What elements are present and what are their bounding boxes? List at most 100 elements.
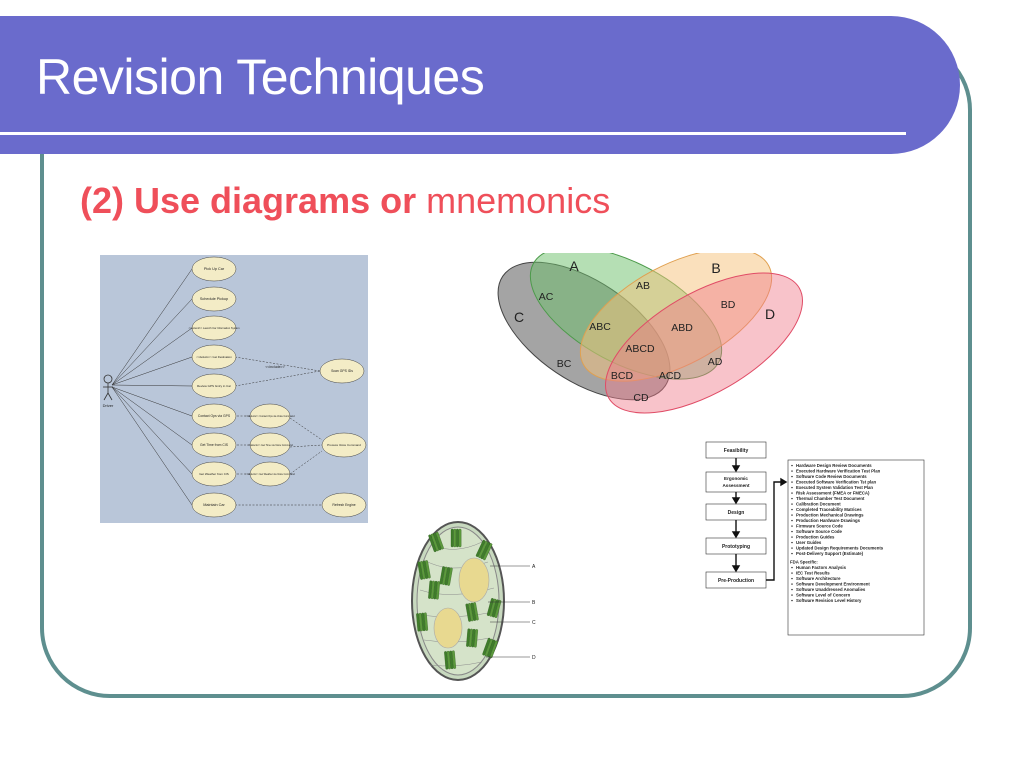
use-case-label: Get Time from CIS (200, 443, 229, 447)
use-case-oval (191, 492, 237, 518)
thylakoid-disc (450, 528, 454, 548)
slide-title: Revision Techniques (36, 49, 485, 105)
bullet-dot (791, 566, 793, 569)
document-item: Software Unaddressed Anomalies (796, 587, 866, 592)
bullet-dot (791, 583, 793, 585)
bullet-dot (791, 525, 793, 527)
thylakoid-disc (420, 561, 426, 580)
include-label: <<include>> (265, 365, 284, 369)
cell-label-c: C (532, 620, 536, 626)
region-label: AB (636, 280, 650, 292)
bullet-dot (791, 464, 793, 467)
right-case-oval (321, 492, 367, 518)
use-case-label: <<defects>> Get Destination (196, 355, 232, 359)
flow-step-label: Prototyping (722, 544, 750, 550)
document-list-box (787, 459, 925, 636)
thylakoid-disc (458, 528, 462, 548)
region-label: ABD (671, 322, 693, 334)
right-case-oval (321, 432, 367, 458)
extension-label: <<defects>> Get Time via Voice Command (247, 444, 293, 447)
label-pointers (486, 565, 530, 658)
thylakoid-disc (447, 567, 453, 586)
thylakoid-disc (482, 543, 493, 561)
bullet-dot (791, 552, 793, 555)
document-item: Post-Delivery Support (Estimate) (796, 551, 864, 556)
granum-stack (417, 560, 431, 580)
thylakoid-disc (433, 532, 442, 551)
use-case-column: Pick Up Car Schedule Pickup <<extend>> L… (188, 256, 240, 518)
bullet-dot (791, 497, 793, 500)
document-item: Software Revision Level History (796, 598, 862, 603)
thylakoid-disc (482, 637, 491, 656)
thylakoid-disc (417, 561, 423, 580)
venn-diagram: A B C D AC AB BD ABC ABD ABCD BC AD BCD … (497, 253, 803, 414)
document-item: User Guides (796, 540, 822, 545)
use-case-label: Contact Ops via GPS (198, 414, 231, 418)
thylakoid-disc (473, 602, 479, 621)
bullet-dot (791, 486, 793, 489)
bullet-dot (791, 514, 793, 516)
document-item: Human Factors Analysis (796, 565, 847, 570)
bullet-dot (791, 599, 793, 602)
document-item: Software Level of Concern (796, 593, 851, 598)
document-item: Software Code Review Documents (796, 474, 867, 479)
thylakoid-disc (489, 598, 497, 617)
document-item: Software Development Environment (796, 582, 870, 587)
bullet-dot (791, 541, 793, 544)
use-case-label: <<extend>> Launch Car Information System (188, 326, 239, 330)
thylakoid-disc (423, 612, 429, 631)
use-case-label: Pick Up Car (204, 267, 225, 271)
thylakoid-disc (466, 628, 471, 647)
use-case-label: Review GPS Gntry in Car (197, 384, 231, 388)
granum-stack (465, 602, 479, 622)
uml-use-case-diagram: Driver <<include>> Pick Up Car Schedule … (100, 255, 368, 523)
granum-stack (486, 598, 502, 618)
bullet-dot (791, 536, 793, 538)
thylakoid-disc (430, 533, 439, 552)
region-label: ABCD (625, 343, 655, 355)
thylakoid-disc (470, 602, 477, 621)
subtitle-bold-text: (2) Use diagrams or (80, 180, 417, 221)
use-case-oval (191, 286, 237, 312)
region-label: BD (721, 299, 736, 311)
thylakoid-disc (418, 612, 423, 632)
granum-stack (439, 566, 453, 586)
right-case-label: Scan GPS IDs (331, 369, 353, 373)
cell-labels: A B C D (532, 564, 536, 661)
thylakoid-disc (456, 528, 459, 548)
cell-label-a: A (532, 564, 536, 570)
set-label-a: A (569, 258, 579, 274)
bullet-dot (791, 530, 793, 533)
bullet-dot (791, 594, 793, 596)
bullet-dot (791, 547, 793, 549)
granum-stack (482, 637, 498, 659)
bullet-dot (791, 492, 793, 494)
thylakoid-disc (491, 599, 499, 618)
granum-stack (450, 528, 462, 548)
thylakoid-disc (484, 638, 493, 657)
title-underline (0, 132, 906, 135)
thylakoid-disc (489, 640, 498, 659)
use-case-label: Get Weather from CIS (199, 472, 229, 476)
flow-steps: Feasibility Ergonomic Assessment Design … (705, 441, 767, 589)
document-item: Updated Design Requirements Documents (796, 546, 884, 551)
extension-label: <<defects>> Get Weather via Voice Comman… (245, 473, 295, 476)
region-label: AD (708, 356, 723, 368)
use-case-label: Maintain Car (203, 503, 225, 507)
flow-step-label: Design (728, 510, 745, 516)
slide-subtitle: (2) Use diagrams or mnemonics (80, 180, 610, 222)
granum-stack (428, 580, 441, 600)
region-label: AC (539, 291, 554, 303)
region-labels: AC AB BD ABC ABD ABCD BC AD BCD ACD CD (539, 280, 736, 404)
thylakoid-disc (439, 566, 445, 585)
document-item: Completed Traceability Matrices (796, 507, 862, 512)
association-lines (111, 268, 193, 506)
document-item: Executed Software Verification Tst plan (796, 480, 877, 485)
thylakoid-disc (465, 603, 471, 622)
document-list: Hardware Design Review DocumentsExecuted… (790, 463, 884, 603)
include-lines (234, 356, 323, 506)
document-item: Hardware Design Review Documents (796, 463, 872, 468)
use-case-oval (191, 373, 237, 399)
flow-step-box (705, 471, 767, 493)
chloroplast-diagram: A B C D (411, 521, 536, 681)
